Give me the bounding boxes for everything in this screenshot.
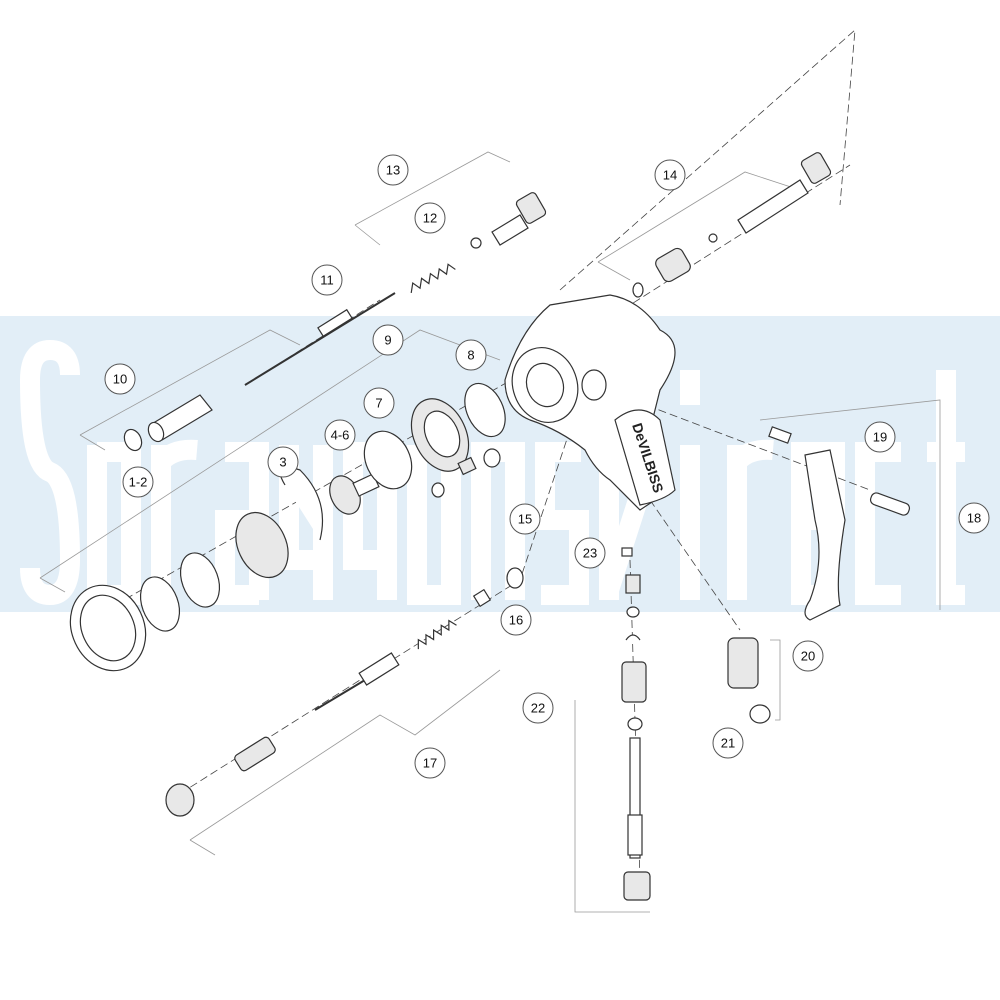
baffle-gasket xyxy=(363,430,413,490)
callout-7: 7 xyxy=(363,387,395,419)
svg-text:1-2: 1-2 xyxy=(129,475,148,490)
fluid-adjusting-knob xyxy=(470,192,547,249)
group-guides xyxy=(39,151,941,913)
svg-text:22: 22 xyxy=(531,701,545,716)
packing-part xyxy=(483,448,501,468)
callout-4-6: 4-6 xyxy=(324,419,356,451)
seal-ring xyxy=(464,382,506,438)
svg-text:23: 23 xyxy=(583,546,597,561)
callout-23: 23 xyxy=(574,537,606,569)
callout-11: 11 xyxy=(311,264,343,296)
trigger xyxy=(768,426,911,621)
fluid-needle xyxy=(244,292,396,386)
callout-19: 19 xyxy=(864,421,896,453)
svg-text:18: 18 xyxy=(967,511,981,526)
washer xyxy=(506,567,524,589)
spring-part xyxy=(457,456,477,476)
air-adjusting-valve xyxy=(727,637,771,724)
callout-18: 18 xyxy=(958,502,990,534)
callout-21: 21 xyxy=(712,727,744,759)
callout-8: 8 xyxy=(455,339,487,371)
svg-text:14: 14 xyxy=(663,168,677,183)
svg-text:19: 19 xyxy=(873,430,887,445)
svg-text:16: 16 xyxy=(509,613,523,628)
svg-text:21: 21 xyxy=(721,736,735,751)
fluid-inlet xyxy=(123,394,213,452)
callout-20: 20 xyxy=(792,640,824,672)
callout-3: 3 xyxy=(267,446,299,478)
callout-16: 16 xyxy=(500,604,532,636)
spreader-valve xyxy=(632,152,832,298)
air-cap xyxy=(235,466,324,579)
needle-spring xyxy=(410,263,456,294)
svg-text:20: 20 xyxy=(801,649,815,664)
baffle xyxy=(410,398,470,472)
air-cap-retaining-ring xyxy=(69,552,221,672)
nut-part xyxy=(431,482,445,498)
callout-22: 22 xyxy=(522,692,554,724)
svg-text:11: 11 xyxy=(320,273,334,288)
callout-14: 14 xyxy=(654,159,686,191)
callout-1-2: 1-2 xyxy=(122,466,154,498)
svg-text:13: 13 xyxy=(386,163,400,178)
callout-12: 12 xyxy=(414,202,446,234)
svg-text:10: 10 xyxy=(113,372,127,387)
watermark-band xyxy=(0,316,1000,612)
callout-17: 17 xyxy=(414,747,446,779)
callout-9: 9 xyxy=(372,324,404,356)
svg-text:8: 8 xyxy=(467,348,474,363)
fluid-tip xyxy=(329,473,380,515)
callout-labels: 13 12 14 11 10 9 8 7 4-6 3 1-2 19 18 15 … xyxy=(104,154,990,779)
air-valve-assembly xyxy=(165,588,492,817)
air-valve-stem-assembly xyxy=(621,547,651,901)
callout-10: 10 xyxy=(104,363,136,395)
watermark-logo xyxy=(0,316,1000,612)
svg-text:17: 17 xyxy=(423,756,437,771)
svg-text:3: 3 xyxy=(279,455,286,470)
svg-text:9: 9 xyxy=(384,333,391,348)
callout-13: 13 xyxy=(377,154,409,186)
svg-text:7: 7 xyxy=(375,396,382,411)
gun-body: DeVILBISS xyxy=(504,294,676,511)
callout-15: 15 xyxy=(509,503,541,535)
parts: DeVILBISS xyxy=(69,152,911,901)
svg-text:15: 15 xyxy=(518,512,532,527)
svg-text:4-6: 4-6 xyxy=(331,428,350,443)
svg-text:12: 12 xyxy=(423,211,437,226)
